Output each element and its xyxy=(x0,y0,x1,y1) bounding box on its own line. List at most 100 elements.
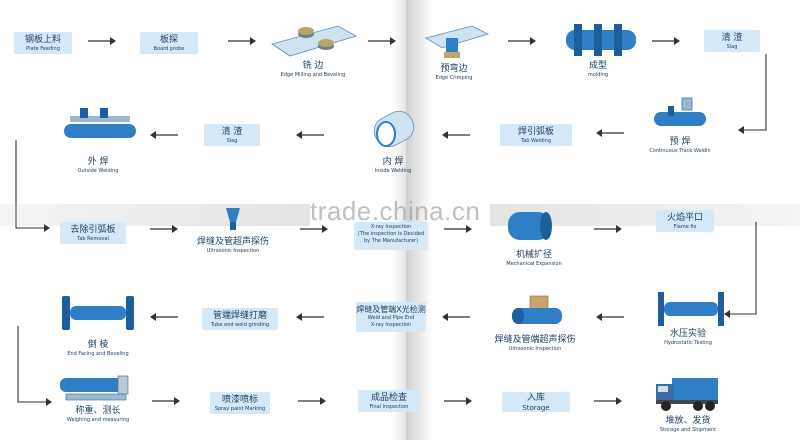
step-label-en: Ultrasonic Inspection xyxy=(206,248,260,254)
step-label-en: Mechanical Expansion xyxy=(506,261,562,267)
step-label-en-line2: (The inspection is Decided xyxy=(357,231,425,237)
step-label-zh: 焊缝及管端超声探伤 xyxy=(494,335,576,345)
step-label-en: molding xyxy=(587,72,609,78)
step-label-en: Final Inspection xyxy=(369,404,409,410)
step-edge-crimping: 预弯边 Edge Crimping xyxy=(424,64,484,82)
step-label-zh: 倒 棱 xyxy=(87,340,109,350)
connector-down-left-icon xyxy=(738,54,767,134)
arrow-right-icon xyxy=(444,225,472,233)
step-label-zh: 堆放、发货 xyxy=(665,416,711,426)
step-label-en: Edge Milling and Beveling xyxy=(280,72,346,78)
step-molding: 成型 molding xyxy=(568,61,628,79)
molding-machine-icon xyxy=(566,24,636,56)
arrow-left-icon xyxy=(442,313,470,321)
step-label-en: Tab Removal xyxy=(77,236,109,242)
step-label-en-line2: X-ray Inspection xyxy=(370,322,412,328)
expansion-machine-icon xyxy=(508,212,552,240)
hydrostatic-test-machine-icon xyxy=(658,292,724,326)
connector-down-left-icon xyxy=(724,222,757,318)
arrow-right-icon xyxy=(444,397,472,405)
step-label-zh: 成型 xyxy=(588,61,607,71)
step-xray-1: X-ray Inspection (The inspection is Deci… xyxy=(354,222,428,250)
arrow-right-icon xyxy=(152,397,180,405)
step-label-en: Slag xyxy=(726,44,738,50)
step-label-en: X-ray Inspection xyxy=(370,224,412,230)
step-tube-grinding: 管端焊缝打磨 Tube end weld grinding xyxy=(202,308,278,330)
track-welding-machine-icon xyxy=(654,97,706,126)
arrow-left-icon xyxy=(442,131,470,139)
step-flame-fix: 火焰平口 Flame fix xyxy=(656,210,714,232)
page-fold-shadow-right xyxy=(406,0,432,440)
ultrasonic-pipe-end-icon xyxy=(512,295,562,324)
step-inside-welding: 内 焊 Inside Welding xyxy=(358,157,428,175)
step-label-zh: 焊缝及管端X光检测 xyxy=(356,305,426,314)
step-label-en: Hydrostatic Testing xyxy=(664,340,712,346)
step-label-zh: 内 焊 xyxy=(382,157,404,167)
step-label-zh: 机械扩径 xyxy=(515,250,552,260)
arrow-right-icon xyxy=(594,225,622,233)
step-label-zh: 清 渣 xyxy=(221,127,243,137)
arrow-right-icon xyxy=(88,37,116,45)
arrow-right-icon xyxy=(228,37,256,45)
step-label-en: Continuous Track Weldin xyxy=(649,148,711,154)
arrow-right-icon xyxy=(652,37,680,45)
step-label-zh: 焊引弧板 xyxy=(517,127,554,137)
step-label-en: Tab Welding xyxy=(520,138,552,144)
step-label-zh: 钢板上料 xyxy=(24,35,61,45)
step-label-en: Tube end weld grinding xyxy=(210,322,270,328)
arrow-left-icon xyxy=(150,313,178,321)
step-label-zh: 预 焊 xyxy=(669,137,691,147)
step-end-facing: 倒 棱 End Facing and Beveling xyxy=(60,340,136,358)
inside-welding-pipe-icon xyxy=(373,110,415,148)
step-final-inspection: 成品检查 Final Inspection xyxy=(358,390,420,412)
connector-down-right-icon xyxy=(15,140,50,232)
step-continuous-track: 预 焊 Continuous Track Weldin xyxy=(640,137,720,155)
step-mechanical-expansion: 机械扩径 Mechanical Expansion xyxy=(496,250,572,268)
step-label-en: Slag xyxy=(226,138,238,144)
step-label-en: Spray paint Marking xyxy=(214,406,266,412)
step-label-zh: 焊缝及管超声探伤 xyxy=(196,237,269,247)
step-label-en: Storage and Shipment xyxy=(659,427,717,433)
step-ultrasonic-2: 焊缝及管端超声探伤 Ultrasonic Inspection xyxy=(488,335,582,353)
step-label-en: End Facing and Beveling xyxy=(67,351,129,357)
arrow-left-icon xyxy=(596,313,624,321)
arrow-right-icon xyxy=(368,37,396,45)
step-label-zh: 板探 xyxy=(159,35,178,45)
truck-icon xyxy=(656,378,718,411)
step-spray-paint: 喷漆喷标 Spray paint Marking xyxy=(210,392,270,414)
arrow-left-icon xyxy=(150,131,178,139)
arrow-left-icon xyxy=(296,131,324,139)
outside-welding-machine-icon xyxy=(64,108,136,138)
step-label-en: Inside Welding xyxy=(374,168,412,174)
step-label-en: Storage xyxy=(522,404,550,412)
step-label-zh: 入库 xyxy=(526,393,545,403)
step-storage: 入库 Storage xyxy=(502,392,570,412)
step-label-en: Plate Feeding xyxy=(26,46,60,52)
step-label-zh: 外 焊 xyxy=(87,157,109,167)
step-label-zh: 铣 边 xyxy=(302,61,324,71)
end-facing-machine-icon xyxy=(62,296,134,330)
step-plate-feeding: 钢板上料 Plate Feeding xyxy=(14,32,72,54)
step-label-en: Weighing and measuring xyxy=(66,417,130,423)
step-label-zh: 管端焊缝打磨 xyxy=(212,311,267,321)
edge-crimping-machine-icon xyxy=(425,25,490,58)
ultrasonic-probe-icon xyxy=(226,208,240,230)
weighing-machine-icon xyxy=(60,375,129,401)
step-slag-1: 清 渣 Slag xyxy=(704,30,760,52)
step-label-zh: 预弯边 xyxy=(440,64,468,74)
step-label-zh: 称重、测长 xyxy=(75,406,121,416)
step-slag-2: 清 渣 Slag xyxy=(204,124,260,146)
step-label-zh: 成品检查 xyxy=(370,393,407,403)
step-weighing: 称重、测长 Weighing and measuring xyxy=(56,406,140,424)
step-xray-2: 焊缝及管端X光检测 Weld and Pipe End X-ray Inspec… xyxy=(356,302,426,332)
connector-down-right-icon xyxy=(17,326,52,406)
arrow-left-icon xyxy=(296,313,324,321)
step-outside-welding: 外 焊 Outside Welding xyxy=(60,157,136,175)
arrow-right-icon xyxy=(508,37,536,45)
step-hydrostatic: 水压实验 Hydrostatic Testing xyxy=(650,329,726,347)
step-label-en: Weld and Pipe End xyxy=(367,315,415,321)
edge-milling-machine-icon xyxy=(271,25,358,57)
arrow-right-icon xyxy=(594,397,622,405)
step-shipment: 堆放、发货 Storage and Shipment xyxy=(648,416,728,434)
